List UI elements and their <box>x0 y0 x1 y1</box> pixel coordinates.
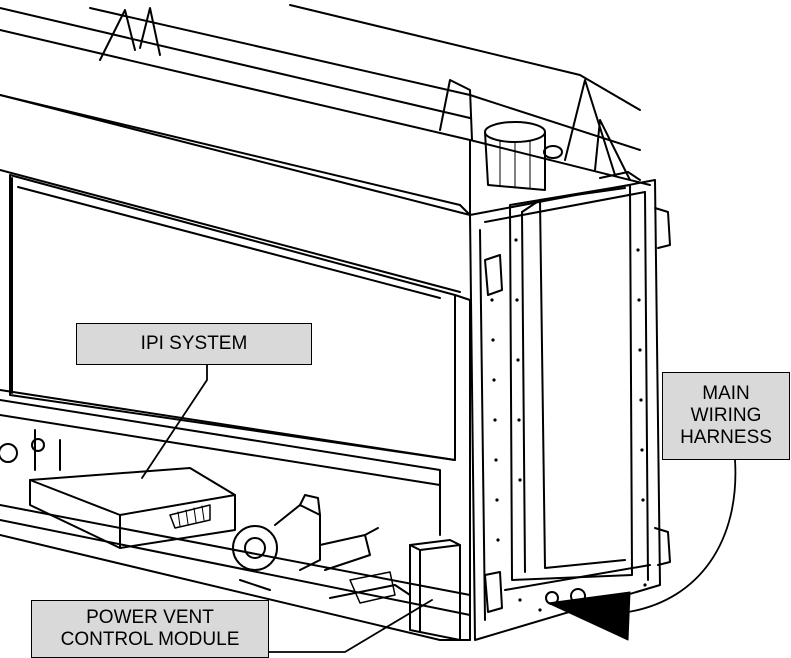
gas-valve <box>232 494 379 591</box>
main-wiring-harness-line-2: WIRING <box>690 405 762 426</box>
lower-rail <box>0 399 471 641</box>
top-standoffs <box>99 7 631 181</box>
top-frame <box>0 4 651 216</box>
leader-lines <box>141 364 737 653</box>
pvcm-leader-line <box>268 599 433 653</box>
front-glass <box>0 169 461 461</box>
rivet-holes <box>490 238 647 614</box>
power-vent-control-module-line-2: CONTROL MODULE <box>60 629 240 650</box>
power-vent-module-box <box>329 539 461 641</box>
power-vent-control-module-line-1: POWER VENT <box>86 607 214 628</box>
ipi-control-box <box>29 467 236 549</box>
ipi-system-label: IPI SYSTEM <box>76 323 312 365</box>
ipi-leader-line <box>141 364 208 479</box>
ipi-system-text: IPI SYSTEM <box>140 333 248 354</box>
harness-arrowhead <box>547 591 631 641</box>
side-brackets <box>484 207 671 613</box>
main-wiring-harness-label: MAIN WIRING HARNESS <box>662 372 790 460</box>
power-vent-control-module-label: POWER VENT CONTROL MODULE <box>31 600 269 658</box>
harness-leader-line <box>627 459 737 613</box>
flue-collar <box>484 121 563 191</box>
main-wiring-harness-line-3: HARNESS <box>680 427 772 448</box>
main-wiring-harness-line-1: MAIN <box>702 383 750 404</box>
wiring-harness-cover <box>509 171 641 581</box>
right-side-panel <box>454 179 661 641</box>
